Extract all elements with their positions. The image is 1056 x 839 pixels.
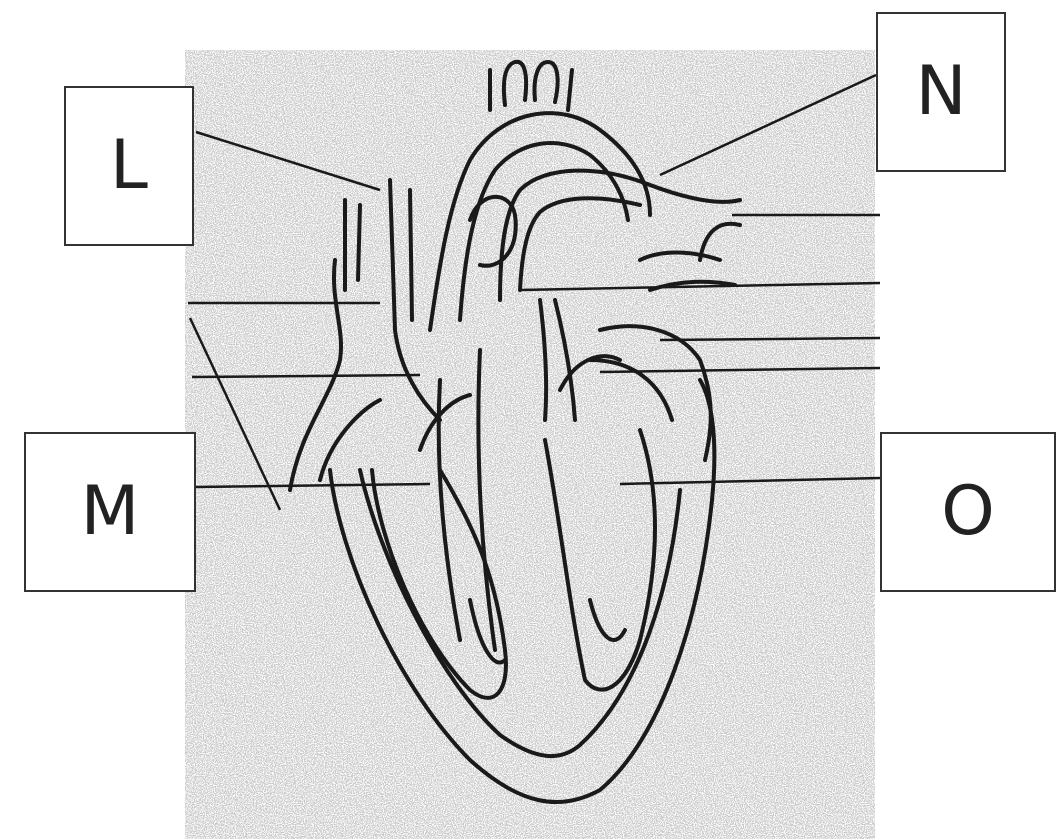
label-l: L [64,86,194,246]
label-o: O [880,432,1056,592]
label-m: M [24,432,196,592]
speckle-background [185,50,875,839]
label-n: N [876,12,1006,172]
